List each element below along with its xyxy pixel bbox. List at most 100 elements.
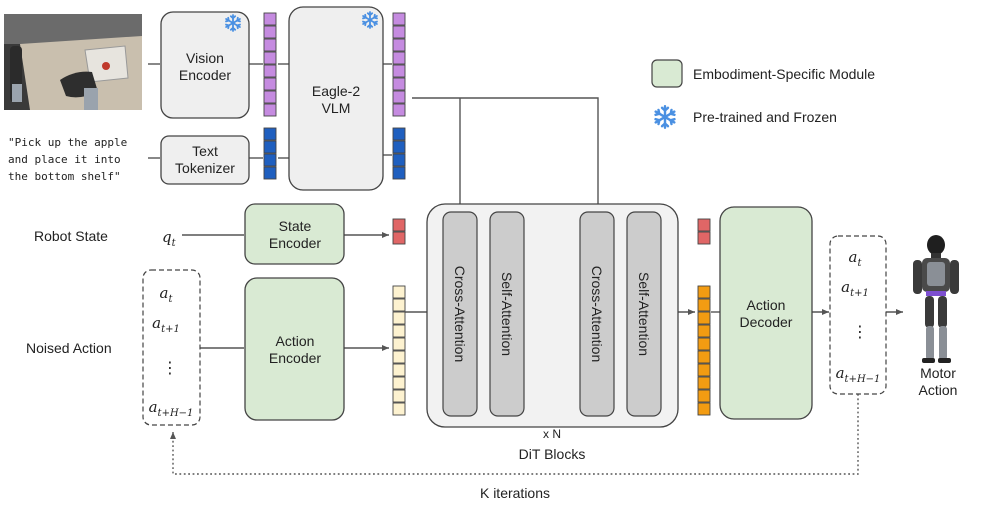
token (263, 127, 277, 141)
token (263, 90, 277, 104)
noised-tokens (392, 285, 406, 416)
vision-tokens-left (263, 12, 277, 117)
token (697, 376, 711, 390)
vision-encoder-line-2: Encoder (179, 67, 231, 83)
dit-block-3: Cross-Attention (579, 211, 615, 417)
instruction-line-1: "Pick up the apple (8, 136, 127, 149)
token (392, 77, 406, 91)
action-encoder-module: Action Encoder (244, 277, 345, 421)
token (697, 285, 711, 299)
token (392, 311, 406, 325)
dit-block-label: Cross-Attention (452, 266, 468, 362)
dit-block-2: Self-Attention (489, 211, 525, 417)
vlm-to-cross-attention-2-arrow (412, 97, 601, 212)
dit-repeat-label: x N (543, 427, 561, 441)
action-decoder-module: Action Decoder (719, 206, 813, 420)
token (697, 231, 711, 245)
token (392, 38, 406, 52)
token (392, 90, 406, 104)
token (392, 363, 406, 377)
instruction-line-2: and place it into (8, 153, 121, 166)
token (392, 285, 406, 299)
dit-block-label: Self-Attention (636, 272, 652, 356)
action-encoder-line-1: Action (276, 333, 315, 349)
state-encoder-module: State Encoder (244, 203, 345, 265)
vision-encoder-line-1: Vision (186, 50, 224, 66)
dit-block-label: Cross-Attention (589, 266, 605, 362)
snowflake-icon (654, 104, 676, 130)
token (697, 218, 711, 232)
token (392, 376, 406, 390)
dit-block-4: Self-Attention (626, 211, 662, 417)
token (263, 51, 277, 65)
output-action-sequence: at at+1 ⋮ at+H−1 (829, 235, 887, 395)
token-columns (263, 12, 711, 416)
token (263, 25, 277, 39)
output-tokens (697, 285, 711, 416)
token (263, 77, 277, 91)
token (392, 298, 406, 312)
token (392, 153, 406, 167)
token (392, 231, 406, 245)
token (392, 218, 406, 232)
action-decoder-line-2: Decoder (740, 314, 793, 330)
noised-a-t: at (160, 284, 174, 305)
dit-block-label: Self-Attention (499, 272, 515, 356)
token (392, 25, 406, 39)
output-a-t1: at+1 (841, 278, 869, 299)
output-a-t: at (849, 248, 863, 269)
token (697, 402, 711, 416)
noised-ellipsis: ⋮ (162, 360, 178, 377)
output-a-tH: at+H−1 (836, 364, 881, 385)
output-ellipsis: ⋮ (852, 324, 868, 341)
vlm-line-1: Eagle-2 (312, 83, 360, 99)
instruction-text: "Pick up the apple and place it into the… (8, 136, 127, 183)
token (263, 166, 277, 180)
token (392, 12, 406, 26)
state-encoder-line-1: State (279, 218, 312, 234)
connections (148, 63, 903, 475)
k-iterations-label: K iterations (480, 485, 550, 501)
dit-block-1: Cross-Attention (442, 211, 478, 417)
state-tokens-left (392, 218, 406, 245)
token (392, 140, 406, 154)
token (392, 389, 406, 403)
vision-tokens-right (392, 12, 406, 117)
robot-camera-image (4, 14, 142, 110)
token (697, 311, 711, 325)
robot-state-label: Robot State (34, 228, 108, 244)
state-symbol: qt (162, 228, 177, 249)
text-tokenizer-line-2: Tokenizer (175, 160, 235, 176)
token (263, 12, 277, 26)
motor-action-line-2: Action (919, 382, 958, 398)
token (697, 337, 711, 351)
token (263, 64, 277, 78)
token (392, 103, 406, 117)
token (263, 153, 277, 167)
instruction-line-3: the bottom shelf" (8, 170, 121, 183)
legend-frozen-label: Pre-trained and Frozen (693, 109, 837, 125)
noised-action-sequence: at at+1 ⋮ at+H−1 (142, 269, 201, 426)
token (697, 389, 711, 403)
token (392, 350, 406, 364)
dit-block-columns: Cross-Attention Self-Attention Cross-Atten… (442, 211, 662, 417)
token (263, 103, 277, 117)
noised-a-t1: at+1 (152, 314, 180, 335)
token (697, 363, 711, 377)
action-decoder-line-1: Action (747, 297, 786, 313)
token (392, 402, 406, 416)
action-encoder-line-2: Encoder (269, 350, 321, 366)
legend-embodiment-label: Embodiment-Specific Module (693, 66, 875, 82)
token (263, 38, 277, 52)
text-tokenizer-module: Text Tokenizer (160, 135, 250, 185)
legend-embodiment-swatch (651, 59, 683, 88)
noised-a-tH: at+H−1 (149, 398, 194, 419)
state-encoder-line-2: Encoder (269, 235, 321, 251)
token (392, 51, 406, 65)
k-iterations-loop (170, 394, 859, 475)
motor-action-line-1: Motor (920, 365, 956, 381)
legend: Embodiment-Specific Module Pre-trained a… (651, 59, 875, 130)
text-tokens-left (263, 127, 277, 180)
vision-encoder-module: Vision Encoder (160, 11, 250, 119)
